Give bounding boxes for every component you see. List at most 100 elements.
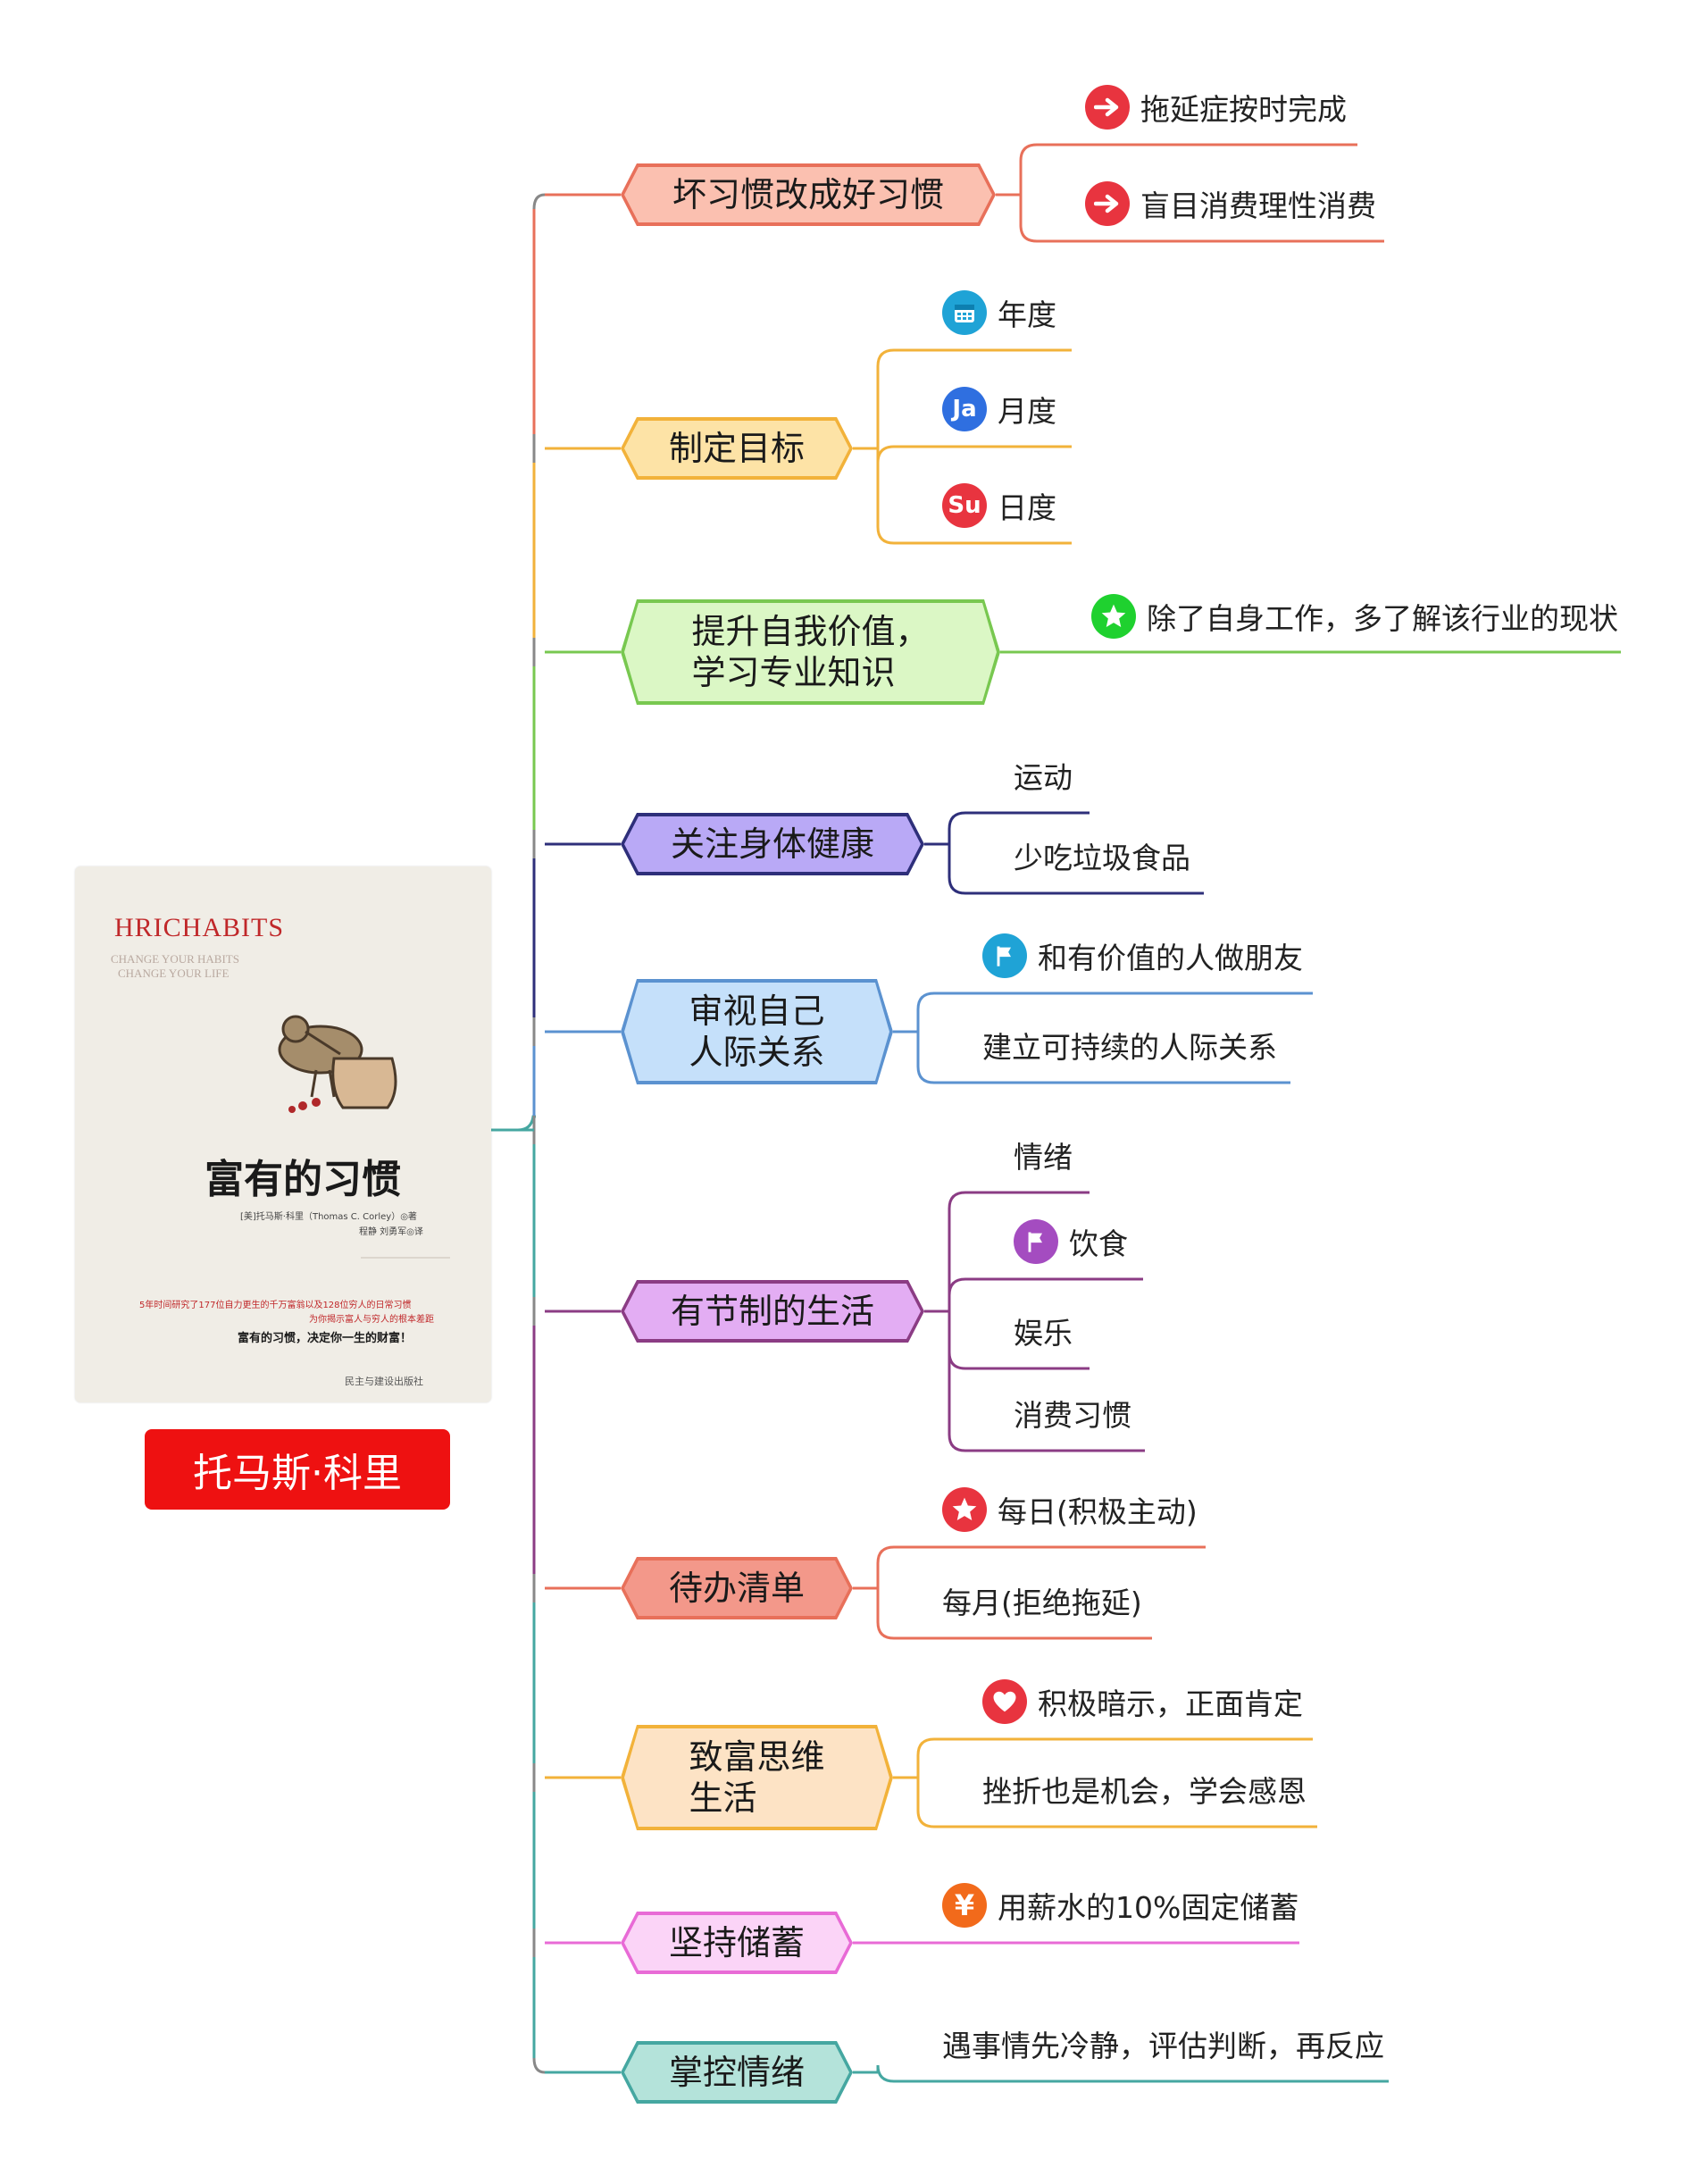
leaf-connector-1-1 — [876, 445, 1072, 464]
branch-label: 制定目标 — [668, 429, 805, 468]
branch-node: 坚持储蓄 — [621, 1912, 853, 1974]
leaf-item: 娱乐 — [1014, 1304, 1073, 1358]
leaf-connector-3-0 — [948, 811, 1090, 844]
leaf-label: 月度 — [998, 394, 1056, 429]
branch-label: 审视自己 人际关系 — [689, 992, 825, 1072]
leaf-item: 年度 — [942, 286, 1056, 339]
leaf-label: 饮食 — [1069, 1226, 1128, 1261]
leaf-item: 除了自身工作，多了解该行业的现状 — [1091, 590, 1618, 643]
leaf-label: 积极暗示，正面肯定 — [1038, 1686, 1303, 1721]
leaf-item: 少吃垃圾食品 — [1014, 829, 1190, 883]
branch-node: 掌控情绪 — [621, 2041, 853, 2104]
leaf-connector-5-3 — [948, 1311, 1145, 1452]
book-title: 富有的习惯 — [205, 1157, 401, 1202]
branch-label: 提升自我价值， 学习专业知识 — [691, 612, 930, 692]
book-author-line: [美]托马斯·科里（Thomas C. Corley）◎著 — [240, 1210, 417, 1222]
star-icon — [942, 1487, 987, 1532]
flag-icon — [982, 933, 1027, 978]
leaf-item: 拖延症按时完成 — [1085, 80, 1347, 134]
leaf-item: 建立可持续的人际关系 — [982, 1018, 1277, 1072]
branch-node: 审视自己 人际关系 — [621, 979, 893, 1084]
leaf-label: 日度 — [998, 490, 1056, 525]
branch-node: 待办清单 — [621, 1557, 853, 1619]
book-cover: HRICHABITS CHANGE YOUR HABITS CHANGE YOU… — [75, 866, 491, 1402]
leaf-item: 盲目消费理性消费 — [1085, 177, 1376, 230]
leaf-item: 情绪 — [1014, 1128, 1073, 1182]
book-subtitle-en-1: CHANGE YOUR HABITS — [111, 952, 239, 966]
book-cover-art: HRICHABITS CHANGE YOUR HABITS CHANGE YOU… — [111, 913, 450, 1387]
leaf-connector-4-0 — [916, 992, 1313, 1032]
branch-label: 待办清单 — [668, 1569, 805, 1608]
book-publisher: 民主与建设出版社 — [345, 1375, 423, 1387]
leaf-item: 遇事情先冷静，评估判断，再反应 — [942, 2017, 1384, 2071]
branch-node: 提升自我价值， 学习专业知识 — [621, 599, 1000, 705]
badge-ja-icon: Ja — [942, 387, 987, 431]
book-logo: HRICHABITS — [114, 913, 284, 942]
spine-vertical — [532, 193, 546, 2074]
leaf-connector-9-0 — [876, 2064, 1389, 2083]
leaf-connector-7-1 — [916, 1778, 1317, 1828]
leaf-label: 娱乐 — [1014, 1316, 1073, 1351]
branch-label: 致富思维 生活 — [689, 1737, 825, 1818]
branch-node: 有节制的生活 — [621, 1280, 924, 1343]
leaf-connector-5-1 — [948, 1277, 1143, 1311]
book-tagline: 富有的习惯，决定你一生的财富！ — [238, 1331, 412, 1345]
leaf-label: 少吃垃圾食品 — [1014, 841, 1190, 875]
leaf-connector-3-1 — [948, 844, 1204, 895]
star-icon — [1091, 594, 1136, 639]
yen-icon: ¥ — [942, 1883, 987, 1928]
branch-label: 关注身体健康 — [670, 824, 874, 864]
leaf-item: Ja 月度 — [942, 382, 1056, 436]
branch-node: 关注身体健康 — [621, 813, 924, 875]
leaf-label: 年度 — [998, 297, 1056, 332]
author-label: 托马斯·科里 — [145, 1429, 450, 1510]
leaf-item: 积极暗示，正面肯定 — [982, 1675, 1303, 1728]
branch-label: 掌控情绪 — [668, 2053, 805, 2092]
leaf-label: 情绪 — [1014, 1140, 1073, 1175]
book-blurb-2: 为你揭示富人与穷人的根本差距 — [309, 1313, 434, 1325]
leaf-connector-5-0 — [948, 1191, 1090, 1311]
bird-illustration — [278, 1015, 397, 1113]
calendar-icon — [942, 290, 987, 335]
leaf-connector-7-0 — [916, 1737, 1313, 1778]
leaf-label: 每日(积极主动) — [998, 1494, 1198, 1529]
badge-su-icon: Su — [942, 483, 987, 528]
leaf-item: 消费习惯 — [1014, 1386, 1131, 1440]
book-translator-line: 程静 刘勇军◎译 — [359, 1226, 423, 1237]
leaf-item: 运动 — [1014, 749, 1073, 802]
leaf-label: 挫折也是机会，学会感恩 — [982, 1774, 1307, 1809]
spine-root — [491, 1115, 536, 1132]
leaf-item: 挫折也是机会，学会感恩 — [982, 1762, 1307, 1816]
leaf-label: 运动 — [1014, 760, 1073, 795]
leaf-item: 每日(积极主动) — [942, 1483, 1198, 1536]
leaf-connector-0-0 — [1019, 143, 1357, 195]
leaf-label: 每月(拒绝拖延) — [942, 1586, 1142, 1620]
heart-icon — [982, 1679, 1027, 1724]
leaf-item: 每月(拒绝拖延) — [942, 1574, 1142, 1628]
book-blurb-1: 5年时间研究了177位自力更生的千万富翁以及128位穷人的日常习惯 — [139, 1299, 412, 1310]
book-subtitle-en-2: CHANGE YOUR LIFE — [118, 966, 230, 980]
branch-node: 坏习惯改成好习惯 — [621, 163, 996, 226]
leaf-item: 和有价值的人做朋友 — [982, 929, 1303, 983]
leaf-label: 消费习惯 — [1014, 1398, 1131, 1433]
leaf-connector-1-2 — [876, 448, 1072, 545]
arrow-right-icon — [1085, 85, 1130, 130]
branch-node: 致富思维 生活 — [621, 1725, 893, 1830]
flag-icon — [1014, 1219, 1058, 1264]
leaf-connector-6-1 — [876, 1588, 1152, 1640]
leaf-connector-1-0 — [876, 348, 1072, 448]
leaf-label: 拖延症按时完成 — [1140, 92, 1347, 127]
leaf-item: 饮食 — [1014, 1215, 1128, 1268]
leaf-item: Su 日度 — [942, 479, 1056, 532]
leaf-label: 除了自身工作，多了解该行业的现状 — [1147, 601, 1618, 636]
leaf-connector-0-1 — [1019, 195, 1384, 243]
leaf-connector-6-0 — [876, 1545, 1206, 1588]
branch-label: 有节制的生活 — [670, 1292, 874, 1331]
branch-label: 坚持储蓄 — [668, 1923, 805, 1962]
leaf-connector-4-1 — [916, 1032, 1290, 1084]
leaf-label: 用薪水的10%固定储蓄 — [998, 1890, 1299, 1925]
leaf-label: 遇事情先冷静，评估判断，再反应 — [942, 2029, 1384, 2063]
branch-node: 制定目标 — [621, 417, 853, 480]
leaf-label: 盲目消费理性消费 — [1140, 188, 1376, 223]
